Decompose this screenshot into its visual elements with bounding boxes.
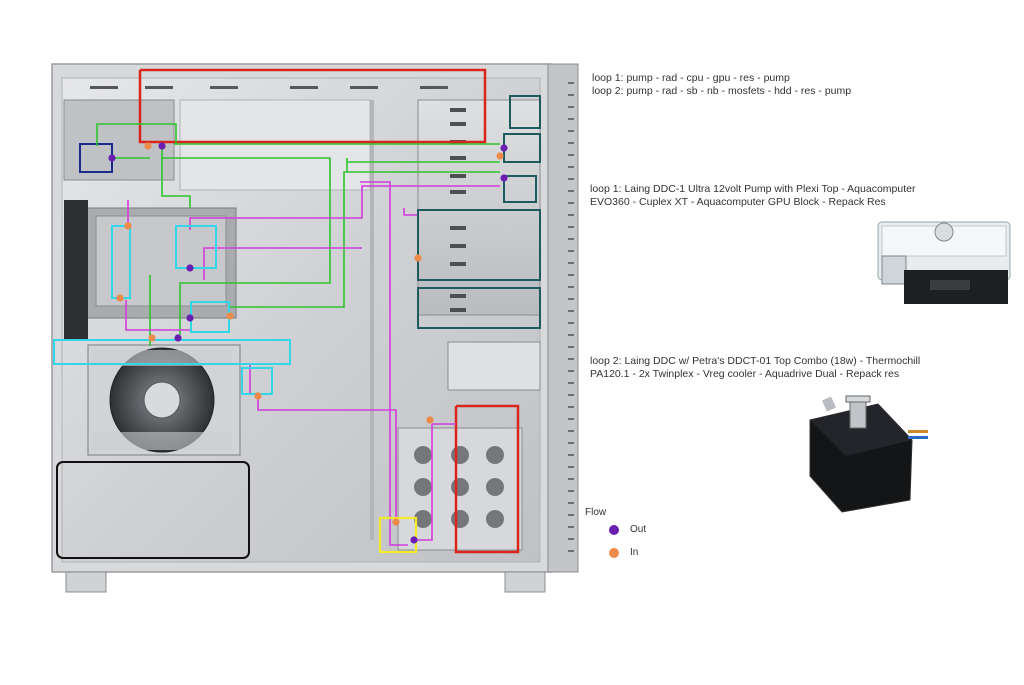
loop2-description-line2: PA120.1 - 2x Twinplex - Vreg cooler - Aq…	[590, 368, 900, 380]
legend-in-label: In	[630, 547, 639, 558]
loop2-pump-image	[809, 395, 928, 513]
loop2-description-line1: loop 2: Laing DDC w/ Petra's DDCT-01 Top…	[590, 355, 921, 367]
loop-summary-2: loop 2: pump - rad - sb - nb - mosfets -…	[592, 85, 852, 97]
case-fan	[87, 344, 241, 456]
flow-in-markers	[116, 142, 504, 526]
loop-summary-1: loop 1: pump - rad - cpu - gpu - res - p…	[592, 72, 790, 84]
front-vents	[568, 82, 574, 552]
loop1-description-line1: loop 1: Laing DDC-1 Ultra 12volt Pump wi…	[590, 183, 916, 195]
loop-box-yellow	[378, 516, 418, 554]
flow-out-markers	[108, 142, 508, 544]
psu-bay	[63, 99, 371, 191]
legend-out-dot	[609, 525, 619, 535]
legend-out-label: Out	[630, 524, 647, 535]
legend-in-dot	[609, 548, 619, 558]
legend-title: Flow	[585, 507, 607, 518]
loop-lines-green	[96, 123, 500, 346]
loop-outline-red-hdd	[454, 404, 520, 554]
loop-lines-magenta	[125, 181, 500, 546]
loop-outline-red-top	[138, 68, 487, 144]
psu-outline-black	[56, 461, 250, 559]
loop-boxes-teal	[417, 95, 541, 329]
loop1-description-line2: EVO360 - Cuplex XT - Aquacomputer GPU Bl…	[590, 196, 886, 208]
loop1-pump-image	[877, 221, 1011, 304]
